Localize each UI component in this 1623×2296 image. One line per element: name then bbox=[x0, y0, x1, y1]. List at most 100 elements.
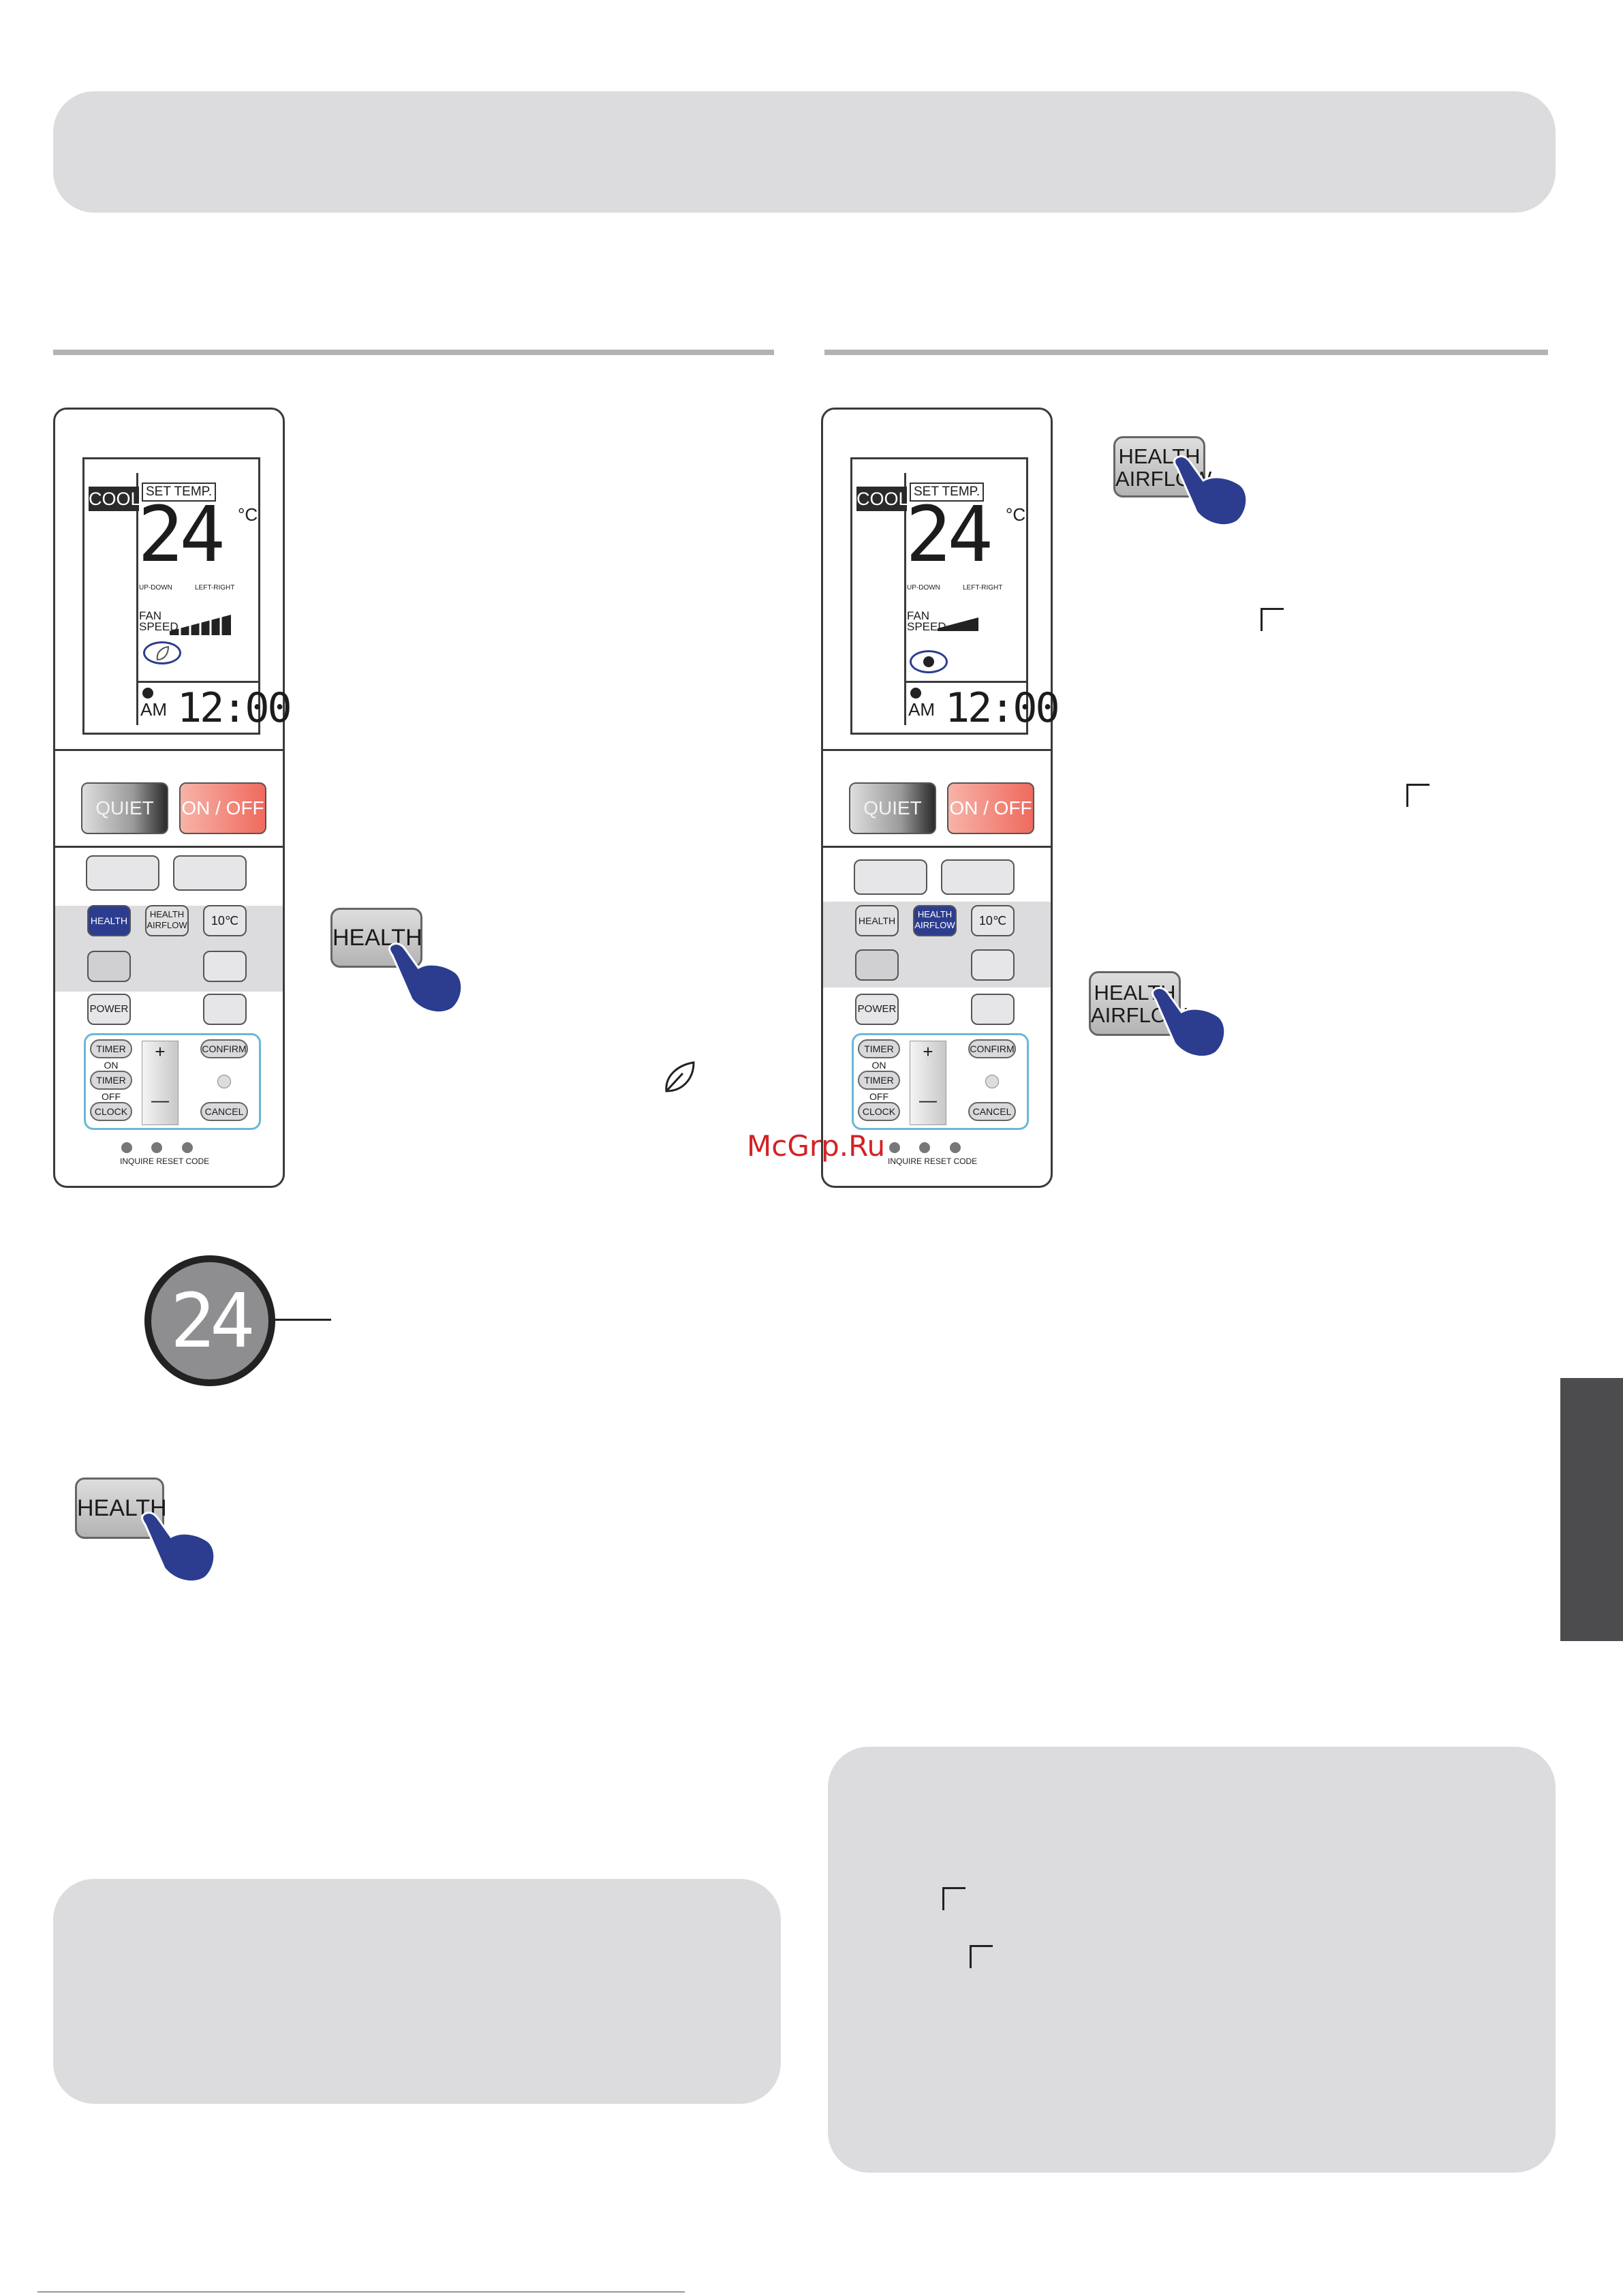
cancel-button[interactable]: CANCEL bbox=[968, 1102, 1016, 1121]
watermark: McGrp.Ru bbox=[747, 1129, 886, 1163]
indicator-light bbox=[985, 1075, 999, 1088]
swing-updown-label: UP-DOWN bbox=[139, 584, 172, 592]
inquire-label: INQUIRE bbox=[120, 1157, 155, 1166]
minus-label: — bbox=[919, 1090, 937, 1110]
note-box-left bbox=[53, 1879, 781, 2104]
bottom-keys: INQUIRE RESET CODE bbox=[120, 1142, 209, 1166]
health-airflow-button[interactable]: HEALTH AIRFLOW bbox=[145, 905, 189, 936]
quiet-button[interactable]: QUIET bbox=[849, 782, 936, 834]
clock-button[interactable]: CLOCK bbox=[90, 1102, 132, 1121]
health-airflow-badge-icon bbox=[910, 650, 948, 673]
fan-speed-label: FAN SPEED bbox=[907, 609, 946, 633]
indicator-light bbox=[217, 1075, 231, 1088]
blank-button[interactable] bbox=[854, 859, 927, 895]
airflow-up-icon bbox=[970, 1945, 993, 1968]
plus-label: + bbox=[923, 1041, 933, 1062]
footer-rule bbox=[37, 2291, 685, 2293]
clock-icon bbox=[142, 688, 153, 699]
pointing-hand-icon bbox=[141, 1512, 216, 1583]
blank-button[interactable] bbox=[87, 951, 131, 982]
set-temp-label: SET TEMP. bbox=[142, 483, 217, 502]
health-leaf-badge-icon bbox=[143, 641, 181, 664]
code-label: CODE bbox=[185, 1157, 210, 1166]
blank-button[interactable] bbox=[855, 949, 899, 981]
airflow-down-icon bbox=[942, 1887, 965, 1910]
inquire-key[interactable] bbox=[121, 1142, 132, 1153]
remote-control-right: COOL SET TEMP. 24 °C UP-DOWN LEFT-RIGHT … bbox=[821, 408, 1060, 1188]
ten-degree-button[interactable]: 10℃ bbox=[971, 905, 1015, 936]
fan-speed-bars-icon bbox=[938, 617, 978, 631]
health-airflow-button[interactable]: HEALTH AIRFLOW bbox=[913, 905, 957, 936]
blank-button[interactable] bbox=[971, 994, 1015, 1025]
timer-off-button[interactable]: TIMER OFF bbox=[90, 1071, 132, 1102]
on-off-button[interactable]: ON / OFF bbox=[947, 782, 1034, 834]
minus-label: — bbox=[151, 1090, 169, 1110]
timer-on-button[interactable]: TIMER ON bbox=[90, 1039, 132, 1071]
temperature-display: 24 bbox=[138, 491, 226, 579]
blank-button[interactable] bbox=[203, 994, 247, 1025]
inquire-label: INQUIRE bbox=[888, 1157, 923, 1166]
mode-indicator: COOL bbox=[856, 487, 909, 511]
plus-label: + bbox=[155, 1041, 166, 1062]
time-display: 12:00 bbox=[177, 684, 292, 732]
timer-on-button[interactable]: TIMER ON bbox=[858, 1039, 900, 1071]
unit-temp-value: 24 bbox=[151, 1262, 268, 1379]
temperature-rocker[interactable]: + — bbox=[142, 1041, 179, 1125]
lcd-separator bbox=[904, 681, 1027, 683]
blank-button[interactable] bbox=[203, 951, 247, 982]
blank-button[interactable] bbox=[86, 855, 159, 891]
reset-key[interactable] bbox=[919, 1142, 931, 1153]
pointing-hand-icon bbox=[1173, 455, 1248, 527]
confirm-button[interactable]: CONFIRM bbox=[968, 1039, 1016, 1058]
reset-key[interactable] bbox=[151, 1142, 163, 1153]
swing-leftright-label: LEFT-RIGHT bbox=[963, 584, 1003, 592]
unit-temp-display: 24 bbox=[144, 1255, 275, 1386]
note-box-right bbox=[828, 1747, 1556, 2173]
header-banner bbox=[53, 91, 1556, 213]
timer-panel: TIMER ON TIMER OFF CLOCK + — CONFIRM CAN… bbox=[852, 1033, 1029, 1130]
swing-leftright-label: LEFT-RIGHT bbox=[195, 584, 235, 592]
am-indicator: AM bbox=[908, 699, 935, 720]
blank-button[interactable] bbox=[941, 859, 1015, 895]
code-key[interactable] bbox=[181, 1142, 193, 1153]
power-button[interactable]: POWER bbox=[855, 994, 899, 1025]
lcd-separator bbox=[136, 681, 259, 683]
right-section-rule bbox=[824, 350, 1548, 355]
fan-speed-bars-icon bbox=[170, 611, 231, 635]
remote-lcd: COOL SET TEMP. 24 °C UP-DOWN LEFT-RIGHT … bbox=[82, 457, 292, 735]
power-button[interactable]: POWER bbox=[87, 994, 131, 1025]
on-off-button[interactable]: ON / OFF bbox=[179, 782, 266, 834]
bottom-keys: INQUIRE RESET CODE bbox=[888, 1142, 977, 1166]
code-key[interactable] bbox=[949, 1142, 961, 1153]
cancel-button[interactable]: CANCEL bbox=[200, 1102, 248, 1121]
remote-control-left: COOL SET TEMP. 24 °C UP-DOWN LEFT-RIGHT … bbox=[53, 408, 292, 1188]
timer-panel: TIMER ON TIMER OFF CLOCK + — CONFIRM CAN… bbox=[84, 1033, 261, 1130]
airflow-up-icon bbox=[1261, 608, 1284, 631]
temperature-rocker[interactable]: + — bbox=[910, 1041, 946, 1125]
swing-updown-label: UP-DOWN bbox=[907, 584, 940, 592]
quiet-button[interactable]: QUIET bbox=[81, 782, 168, 834]
confirm-button[interactable]: CONFIRM bbox=[200, 1039, 248, 1058]
inquire-key[interactable] bbox=[889, 1142, 900, 1153]
health-button[interactable]: HEALTH bbox=[87, 905, 131, 936]
code-label: CODE bbox=[953, 1157, 978, 1166]
reset-label: RESET bbox=[924, 1157, 952, 1166]
ten-degree-button[interactable]: 10℃ bbox=[203, 905, 247, 936]
pointing-hand-icon bbox=[1151, 987, 1226, 1058]
set-temp-label: SET TEMP. bbox=[910, 483, 985, 502]
timer-off-button[interactable]: TIMER OFF bbox=[858, 1071, 900, 1102]
remote-lcd: COOL SET TEMP. 24 °C UP-DOWN LEFT-RIGHT … bbox=[850, 457, 1060, 735]
health-button[interactable]: HEALTH bbox=[855, 905, 899, 936]
clock-icon bbox=[910, 688, 921, 699]
lcd-divider bbox=[904, 473, 906, 725]
leader-line bbox=[275, 1319, 331, 1321]
blank-button[interactable] bbox=[173, 855, 247, 891]
blank-button[interactable] bbox=[971, 949, 1015, 981]
side-tab bbox=[1560, 1378, 1623, 1641]
remote-divider bbox=[55, 749, 283, 751]
left-section-rule bbox=[53, 350, 774, 355]
lcd-divider bbox=[136, 473, 138, 725]
leaf-icon bbox=[665, 1061, 695, 1092]
remote-divider bbox=[55, 846, 283, 848]
clock-button[interactable]: CLOCK bbox=[858, 1102, 900, 1121]
